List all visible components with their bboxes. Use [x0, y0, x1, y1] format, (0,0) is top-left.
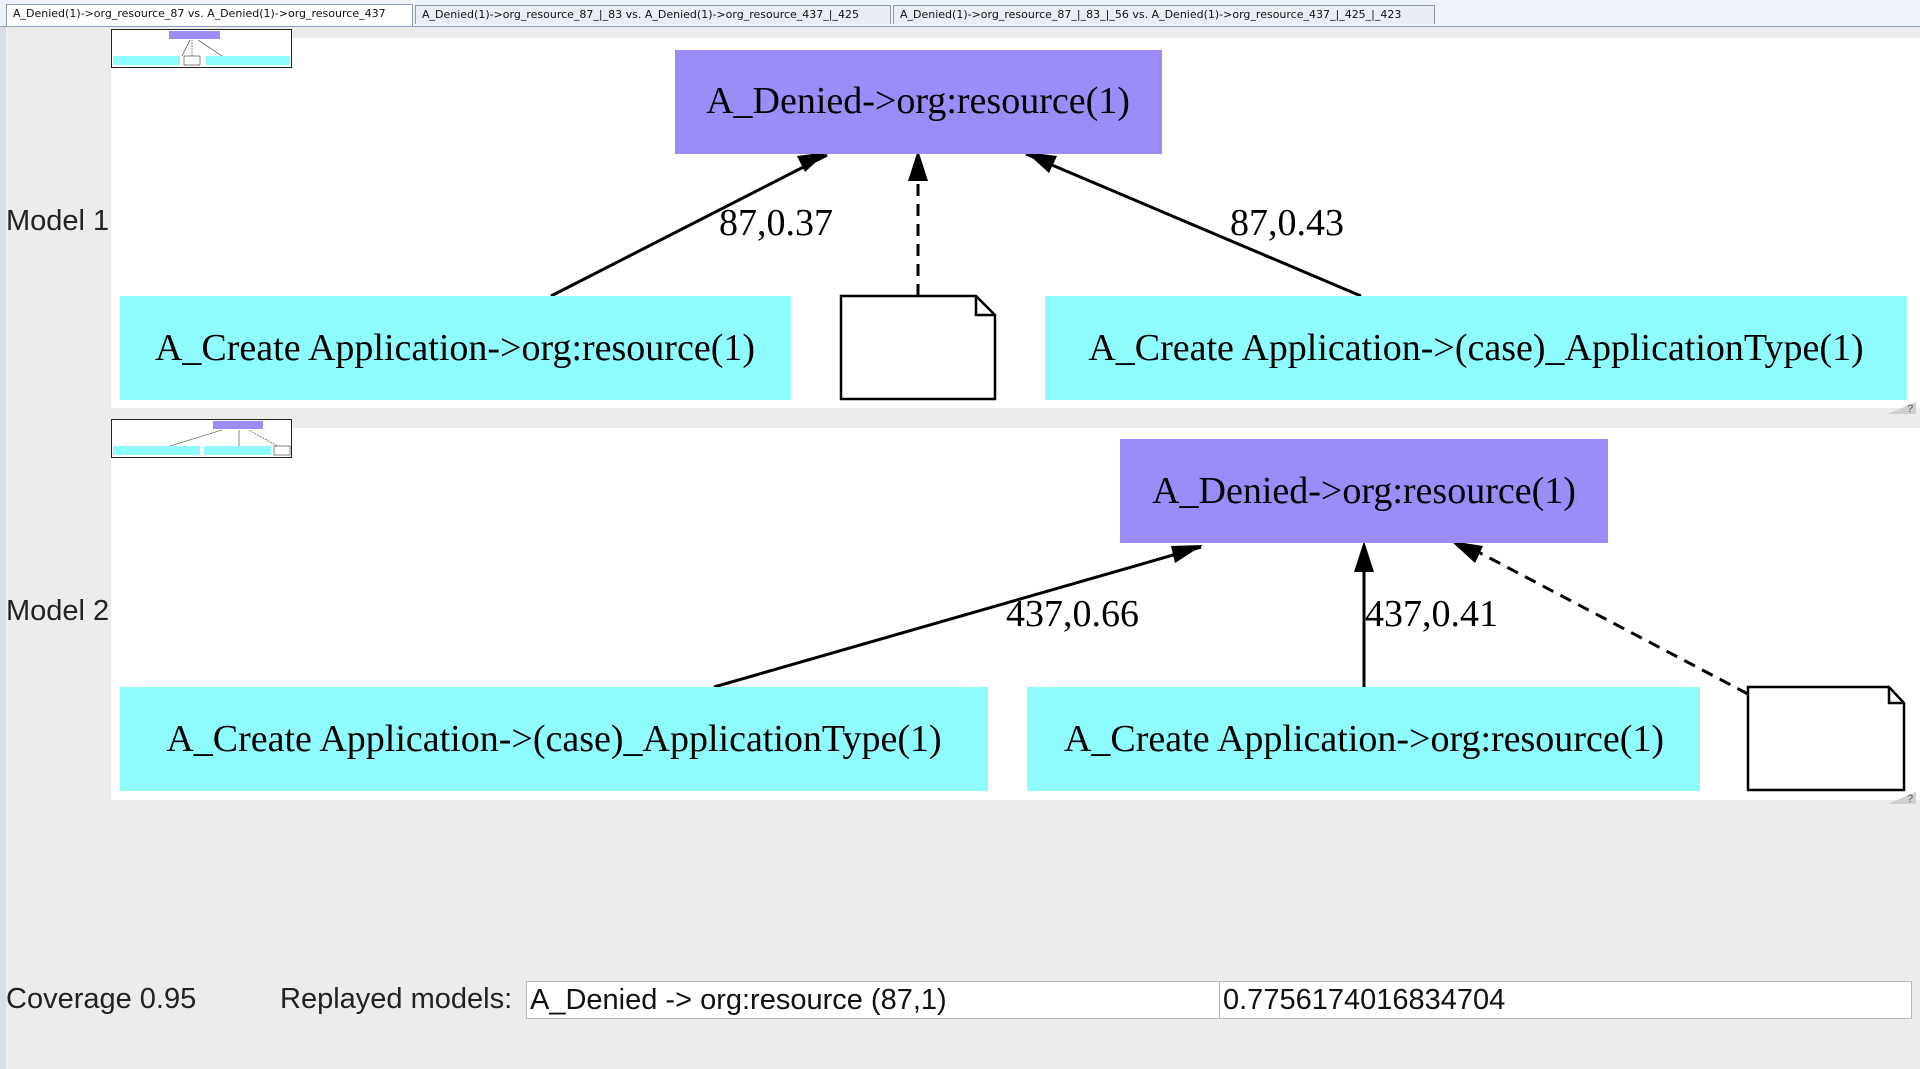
- model-1-thumbnail-graph: [113, 31, 290, 66]
- model-2-edge-left: [713, 545, 1202, 689]
- model-2-graph: A_Denied->org:resource(1) A_Create Appli…: [120, 439, 1906, 792]
- window-left-border: [0, 27, 6, 1069]
- replayed-models-field[interactable]: A_Denied -> org:resource (87,1): [526, 981, 1220, 1019]
- model-2-target-node[interactable]: [1120, 439, 1608, 543]
- model-2-panel: A_Denied->org:resource(1) A_Create Appli…: [111, 428, 1920, 800]
- model-1-label: Model 1: [6, 205, 110, 237]
- model-2-edge-note-arrow: [1451, 541, 1483, 563]
- model-2-mid-node[interactable]: [1027, 687, 1700, 791]
- model-2-note-fold: [1887, 687, 1904, 705]
- model-2-edge-mid-label: 437,0.41: [1365, 593, 1498, 635]
- model-1-edge-left: [550, 153, 828, 298]
- model-1-panel: A_Denied->org:resource(1) A_Create Appli…: [111, 38, 1920, 408]
- model-1-edge-left-label: 87,0.37: [719, 202, 833, 244]
- model-2-target-node-text: A_Denied->org:resource(1): [1152, 470, 1576, 512]
- model-2-left-node[interactable]: [120, 687, 988, 791]
- model-2-thumbnail-graph: [113, 421, 291, 456]
- model-1-note-fold: [974, 296, 995, 317]
- model-1-overview-thumbnail[interactable]: [111, 29, 292, 68]
- tab-comparison-1[interactable]: A_Denied(1)->org_resource_87 vs. A_Denie…: [6, 4, 413, 26]
- tab-comparison-3[interactable]: A_Denied(1)->org_resource_87_|_83_|_56 v…: [893, 5, 1435, 24]
- replayed-models-label: Replayed models:: [280, 983, 513, 1015]
- model-1-graph: A_Denied->org:resource(1) A_Create Appli…: [120, 50, 1907, 401]
- model-2-note-shape[interactable]: [1746, 685, 1906, 792]
- model-1-note-shape[interactable]: [839, 294, 997, 401]
- model-2-edge-left-arrow: [1171, 545, 1203, 563]
- model-1-help-glyph: ?: [1907, 403, 1913, 414]
- model-2-edge-left-label: 437,0.66: [1006, 593, 1139, 635]
- model-1-left-node[interactable]: [120, 296, 791, 400]
- model-2-edge-note: [1462, 542, 1749, 696]
- model-2-left-node-text: A_Create Application->(case)_Application…: [166, 718, 941, 760]
- model-1-target-node-text: A_Denied->org:resource(1): [706, 80, 1130, 122]
- model-1-edge-left-arrow: [797, 152, 827, 172]
- model-2-help-icon[interactable]: ?: [1888, 790, 1916, 804]
- model-1-edge-right-arrow: [1026, 152, 1057, 173]
- model-1-right-node-text: A_Create Application->(case)_Application…: [1088, 327, 1863, 369]
- model-1-left-node-text: A_Create Application->org:resource(1): [155, 327, 755, 369]
- model-2-edge-mid-arrow: [1354, 541, 1374, 572]
- tab-bar: A_Denied(1)->org_resource_87 vs. A_Denie…: [0, 0, 1920, 27]
- replayed-score-field[interactable]: 0.7756174016834704: [1219, 981, 1912, 1019]
- model-2-help-glyph: ?: [1907, 793, 1913, 804]
- model-1-edge-note-arrow: [908, 150, 928, 181]
- coverage-text: Coverage 0.95: [6, 983, 197, 1015]
- model-1-target-node[interactable]: [675, 50, 1162, 154]
- tab-comparison-2[interactable]: A_Denied(1)->org_resource_87_|_83 vs. A_…: [415, 5, 891, 24]
- model-2-label: Model 2: [6, 595, 110, 627]
- model-2-overview-thumbnail[interactable]: [111, 419, 292, 458]
- model-1-edge-right-label: 87,0.43: [1230, 202, 1344, 244]
- model-1-help-icon[interactable]: ?: [1888, 400, 1916, 414]
- model-1-right-node[interactable]: [1045, 296, 1907, 400]
- model-1-edge-right: [1025, 152, 1362, 298]
- model-2-mid-node-text: A_Create Application->org:resource(1): [1064, 718, 1664, 760]
